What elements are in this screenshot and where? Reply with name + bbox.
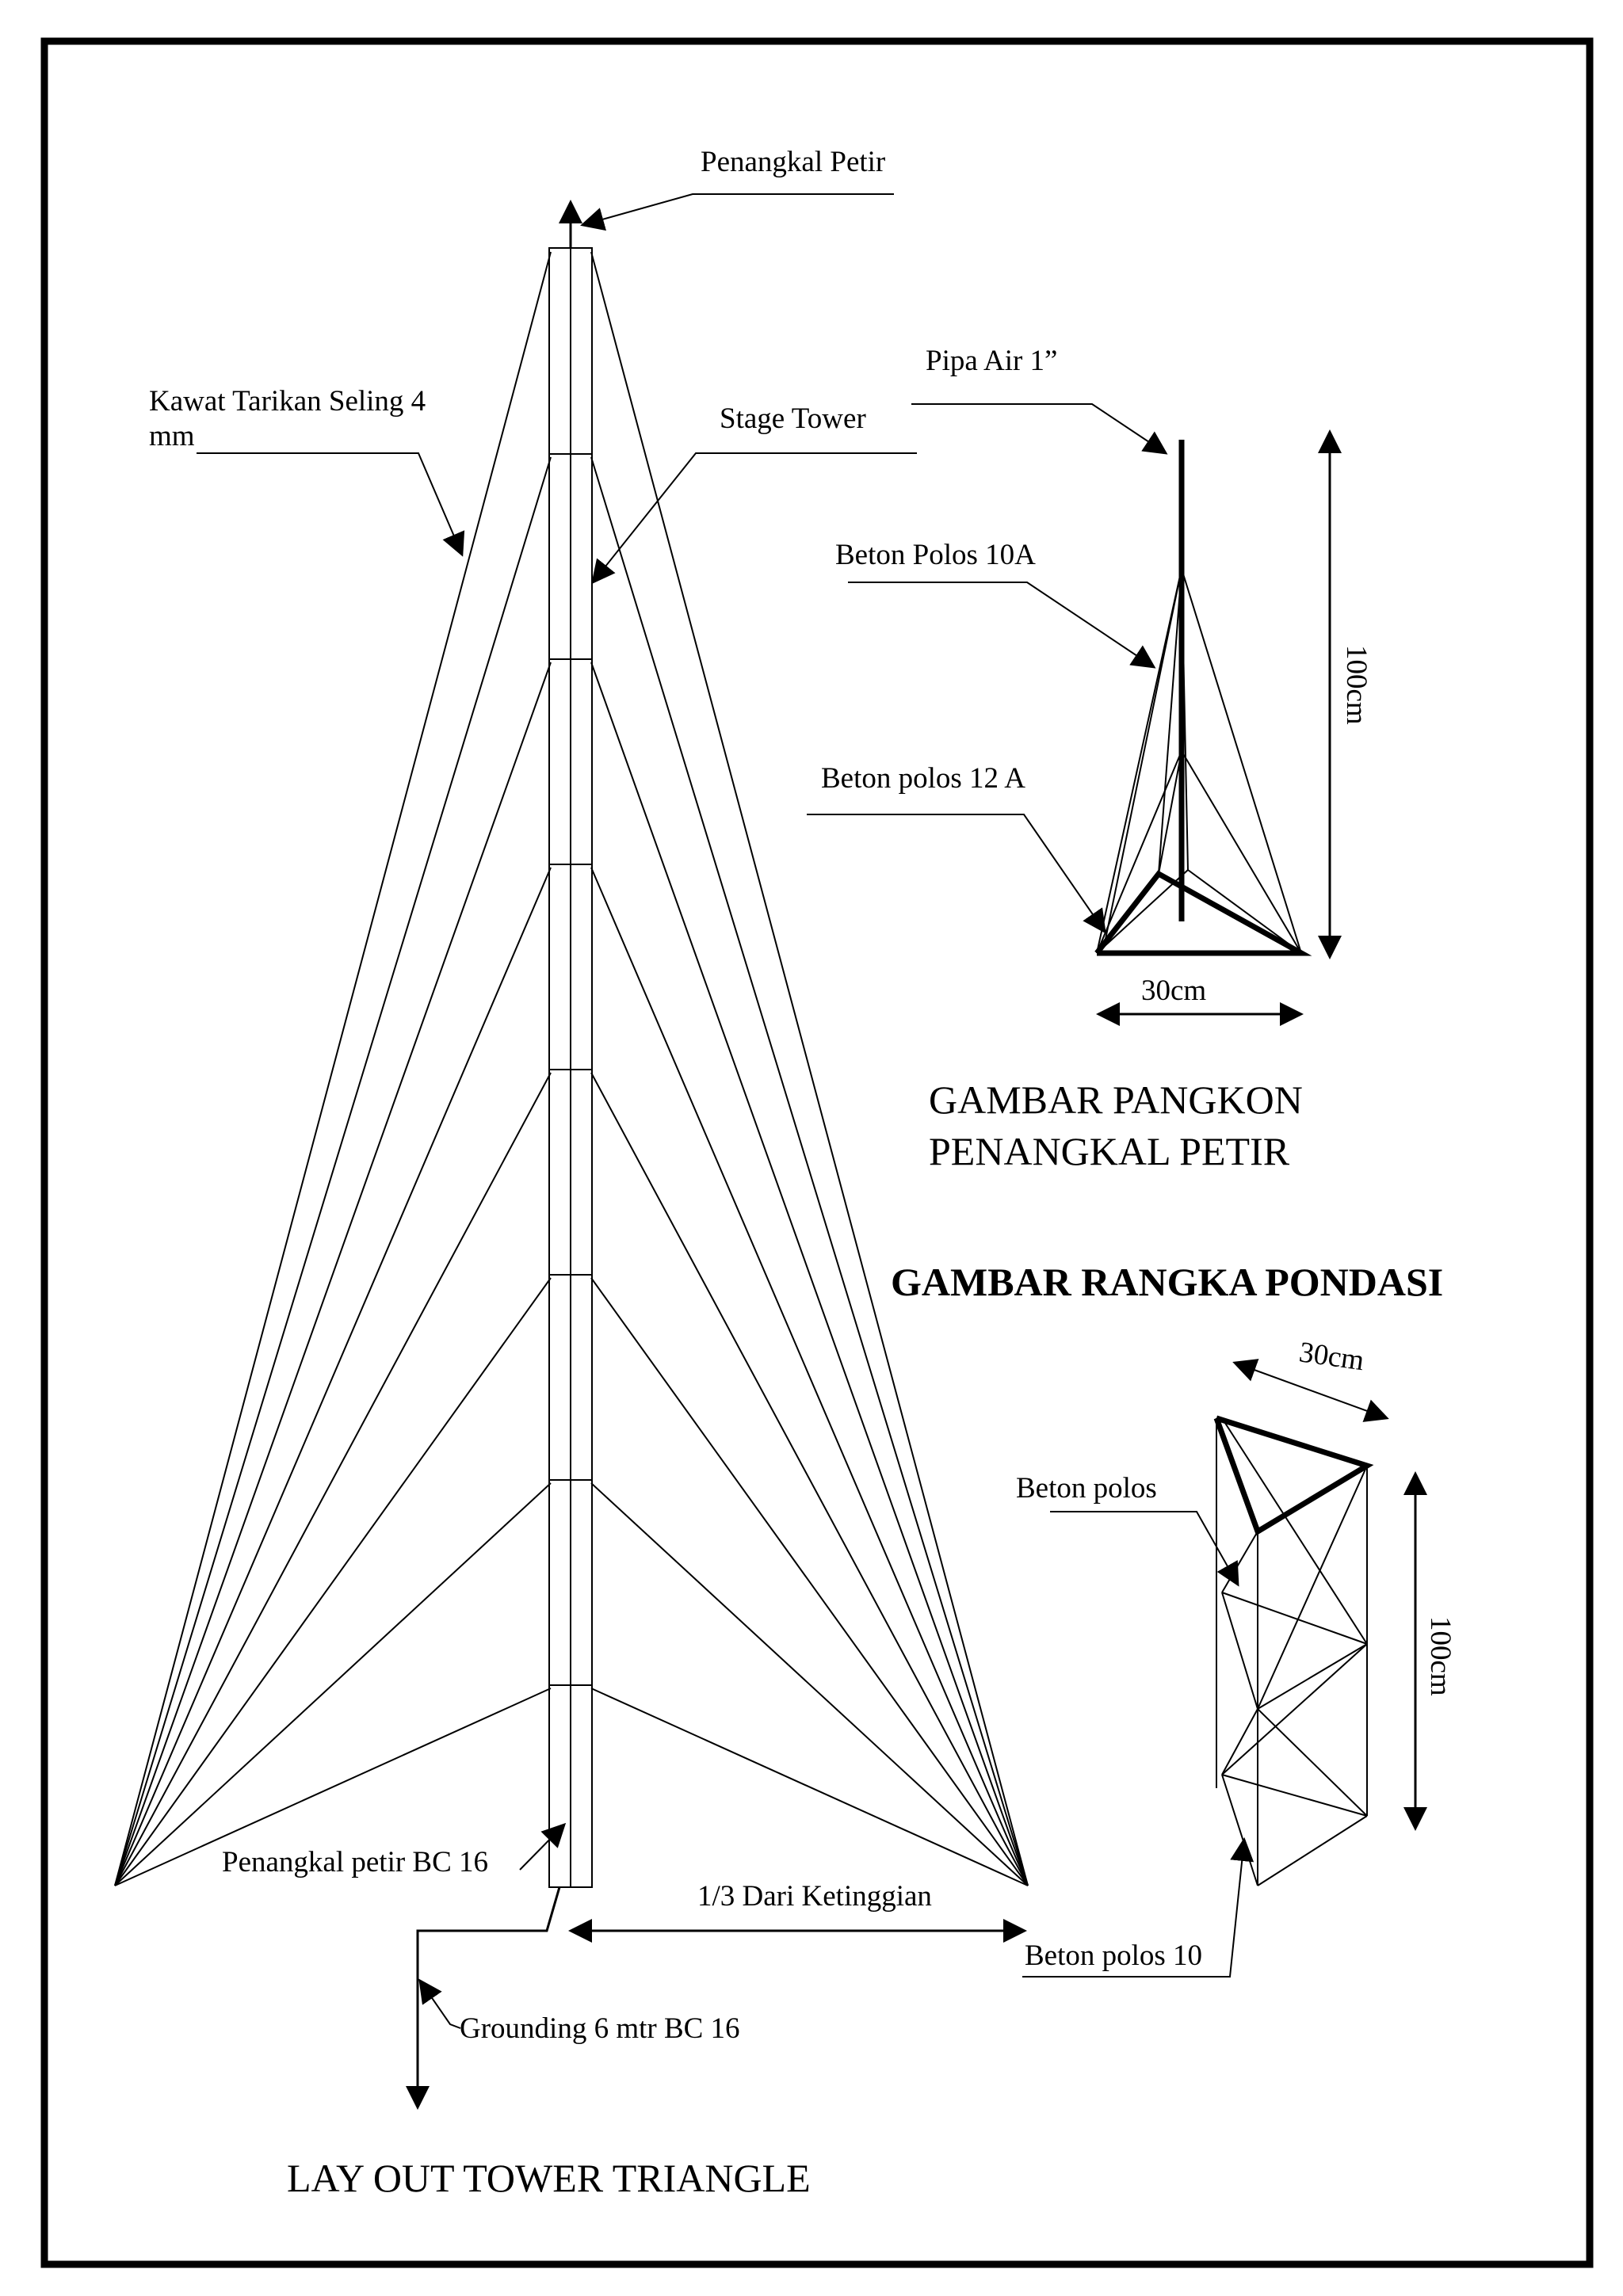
grounding-label: Grounding 6 mtr BC 16 [460,2012,740,2045]
rangka-pondasi-title: GAMBAR RANGKA PONDASI [891,1260,1443,1304]
rangka-height-label: 100cm [1424,1616,1457,1696]
penangkal-bc16-leader [519,1822,567,1871]
drawing-frame [40,37,1594,2268]
beton-12a-leader [807,814,1106,934]
kawat-tarikan-label-line1: Kawat Tarikan Seling 4 [149,385,426,418]
tower-guy-wires [114,251,1029,1886]
pangkon-height-label: 100cm [1340,645,1373,725]
pangkon-width-label: 30cm [1141,974,1206,1007]
penangkal-petir-leader [580,193,894,231]
stage-tower-label: Stage Tower [720,402,866,435]
beton-10a-leader [848,582,1156,669]
beton-10-leader [1022,1837,1254,1978]
penangkal-petir-label: Penangkal Petir [701,146,885,178]
rangka-pondasi-top-triangle [1213,1415,1374,1536]
penangkal-bc16-label: Penangkal petir BC 16 [222,1846,488,1878]
layout-tower-title: LAY OUT TOWER TRIANGLE [287,2156,811,2200]
beton-polos-label: Beton polos [1016,1472,1157,1505]
stage-tower-leader [591,452,917,585]
rangka-width-dimension [1232,1359,1389,1422]
rangka-pondasi-frame [1216,1417,1368,1886]
pangkon-title-line1: GAMBAR PANGKON [929,1077,1303,1122]
pangkon-base-thick [1094,870,1312,956]
beton-10-label: Beton polos 10 [1025,1939,1202,1972]
beton-12a-label: Beton polos 12 A [821,762,1025,795]
kawat-tarikan-label-line2: mm [149,420,195,452]
pipa-air-label: Pipa Air 1” [926,345,1057,377]
grounding-wire [406,1886,561,2110]
beton-polos-leader [1050,1511,1239,1587]
stage-tower-mast [548,247,593,1888]
sepertiga-label: 1/3 Dari Ketinggian [697,1880,932,1913]
pangkon-title-line2: PENANGKAL PETIR [929,1129,1290,1173]
grounding-leader [418,1978,461,2029]
rangka-width-label: 30cm [1297,1336,1366,1377]
beton-10a-label: Beton Polos 10A [835,539,1036,571]
pipa-air-leader [911,403,1168,455]
kawat-tarikan-leader [197,452,465,557]
